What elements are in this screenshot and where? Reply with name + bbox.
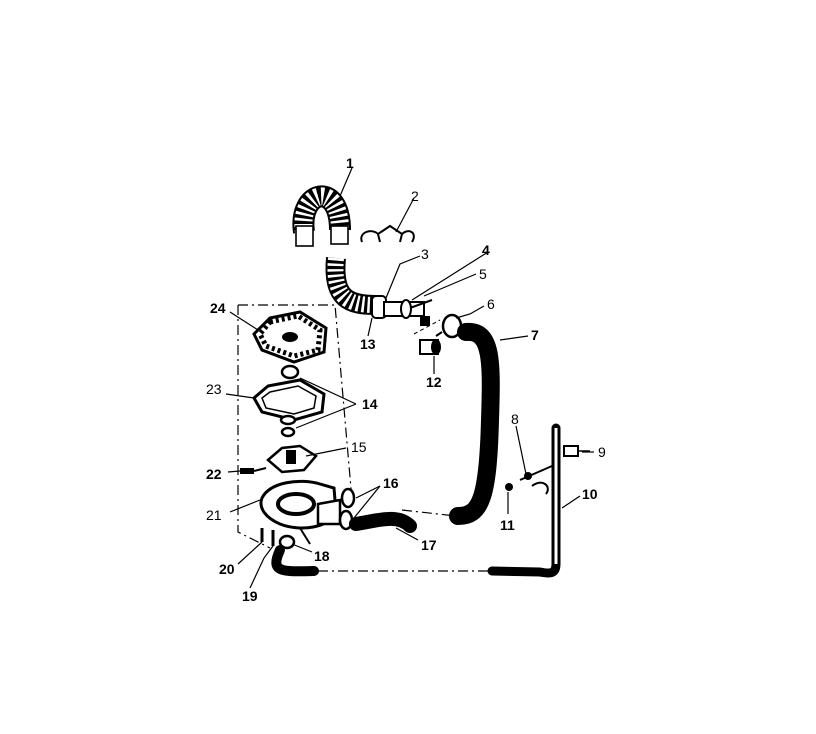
callout-18: 18 xyxy=(314,548,330,564)
part-10-fill-tube[interactable] xyxy=(487,423,561,578)
callout-23: 23 xyxy=(206,381,222,397)
part-14-seal-washers[interactable] xyxy=(279,364,300,438)
callout-7: 7 xyxy=(531,327,539,343)
part-22-screw[interactable] xyxy=(240,467,267,474)
callout-15: 15 xyxy=(351,439,367,455)
callout-9: 9 xyxy=(598,444,606,460)
callout-11: 11 xyxy=(500,517,515,533)
part-21-pump-housing[interactable] xyxy=(259,479,342,545)
callout-22: 22 xyxy=(206,466,222,482)
callout-3: 3 xyxy=(421,246,429,262)
callout-8: 8 xyxy=(511,411,519,427)
part-1-corrugated-drain-hose[interactable] xyxy=(292,185,377,315)
callout-12: 12 xyxy=(426,374,442,390)
part-11-screw[interactable] xyxy=(505,483,513,491)
callout-5: 5 xyxy=(479,266,487,282)
assembly-frame xyxy=(237,304,353,549)
callout-16: 16 xyxy=(383,475,399,491)
callout-6: 6 xyxy=(487,296,495,312)
part-7-drain-hose[interactable] xyxy=(449,323,500,525)
callout-10: 10 xyxy=(582,486,598,502)
callout-2: 2 xyxy=(411,188,419,204)
part-17-pump-hose[interactable] xyxy=(349,512,417,533)
callout-17: 17 xyxy=(421,537,437,553)
part-12-fitting[interactable] xyxy=(413,319,441,355)
part-24-pump-cover[interactable] xyxy=(252,310,328,364)
callout-20: 20 xyxy=(219,561,235,577)
part-4-check-valve-body[interactable] xyxy=(371,295,430,326)
part-18-clamp[interactable] xyxy=(278,534,296,550)
part-2-hose-clip[interactable] xyxy=(360,224,415,243)
callout-13: 13 xyxy=(360,336,376,352)
part-16-hose-clamps[interactable] xyxy=(338,487,356,531)
callouts: 1 2 3 4 5 6 7 8 9 10 11 12 13 14 15 16 1… xyxy=(206,155,606,604)
connection-lines xyxy=(318,509,490,572)
callout-21: 21 xyxy=(206,507,222,523)
callout-24: 24 xyxy=(210,300,226,316)
callout-1: 1 xyxy=(346,155,354,171)
part-15-impeller[interactable] xyxy=(266,444,318,474)
part-8-tube-clip[interactable] xyxy=(519,465,553,495)
leader-lines xyxy=(225,167,594,589)
callout-19: 19 xyxy=(242,588,258,604)
callout-4: 4 xyxy=(482,242,490,258)
part-9-tube-clip[interactable] xyxy=(563,445,590,457)
part-23-gasket[interactable] xyxy=(252,378,326,422)
callout-14: 14 xyxy=(362,396,378,412)
part-5-valve-spring[interactable] xyxy=(409,299,433,309)
connecting-hose xyxy=(271,545,319,577)
